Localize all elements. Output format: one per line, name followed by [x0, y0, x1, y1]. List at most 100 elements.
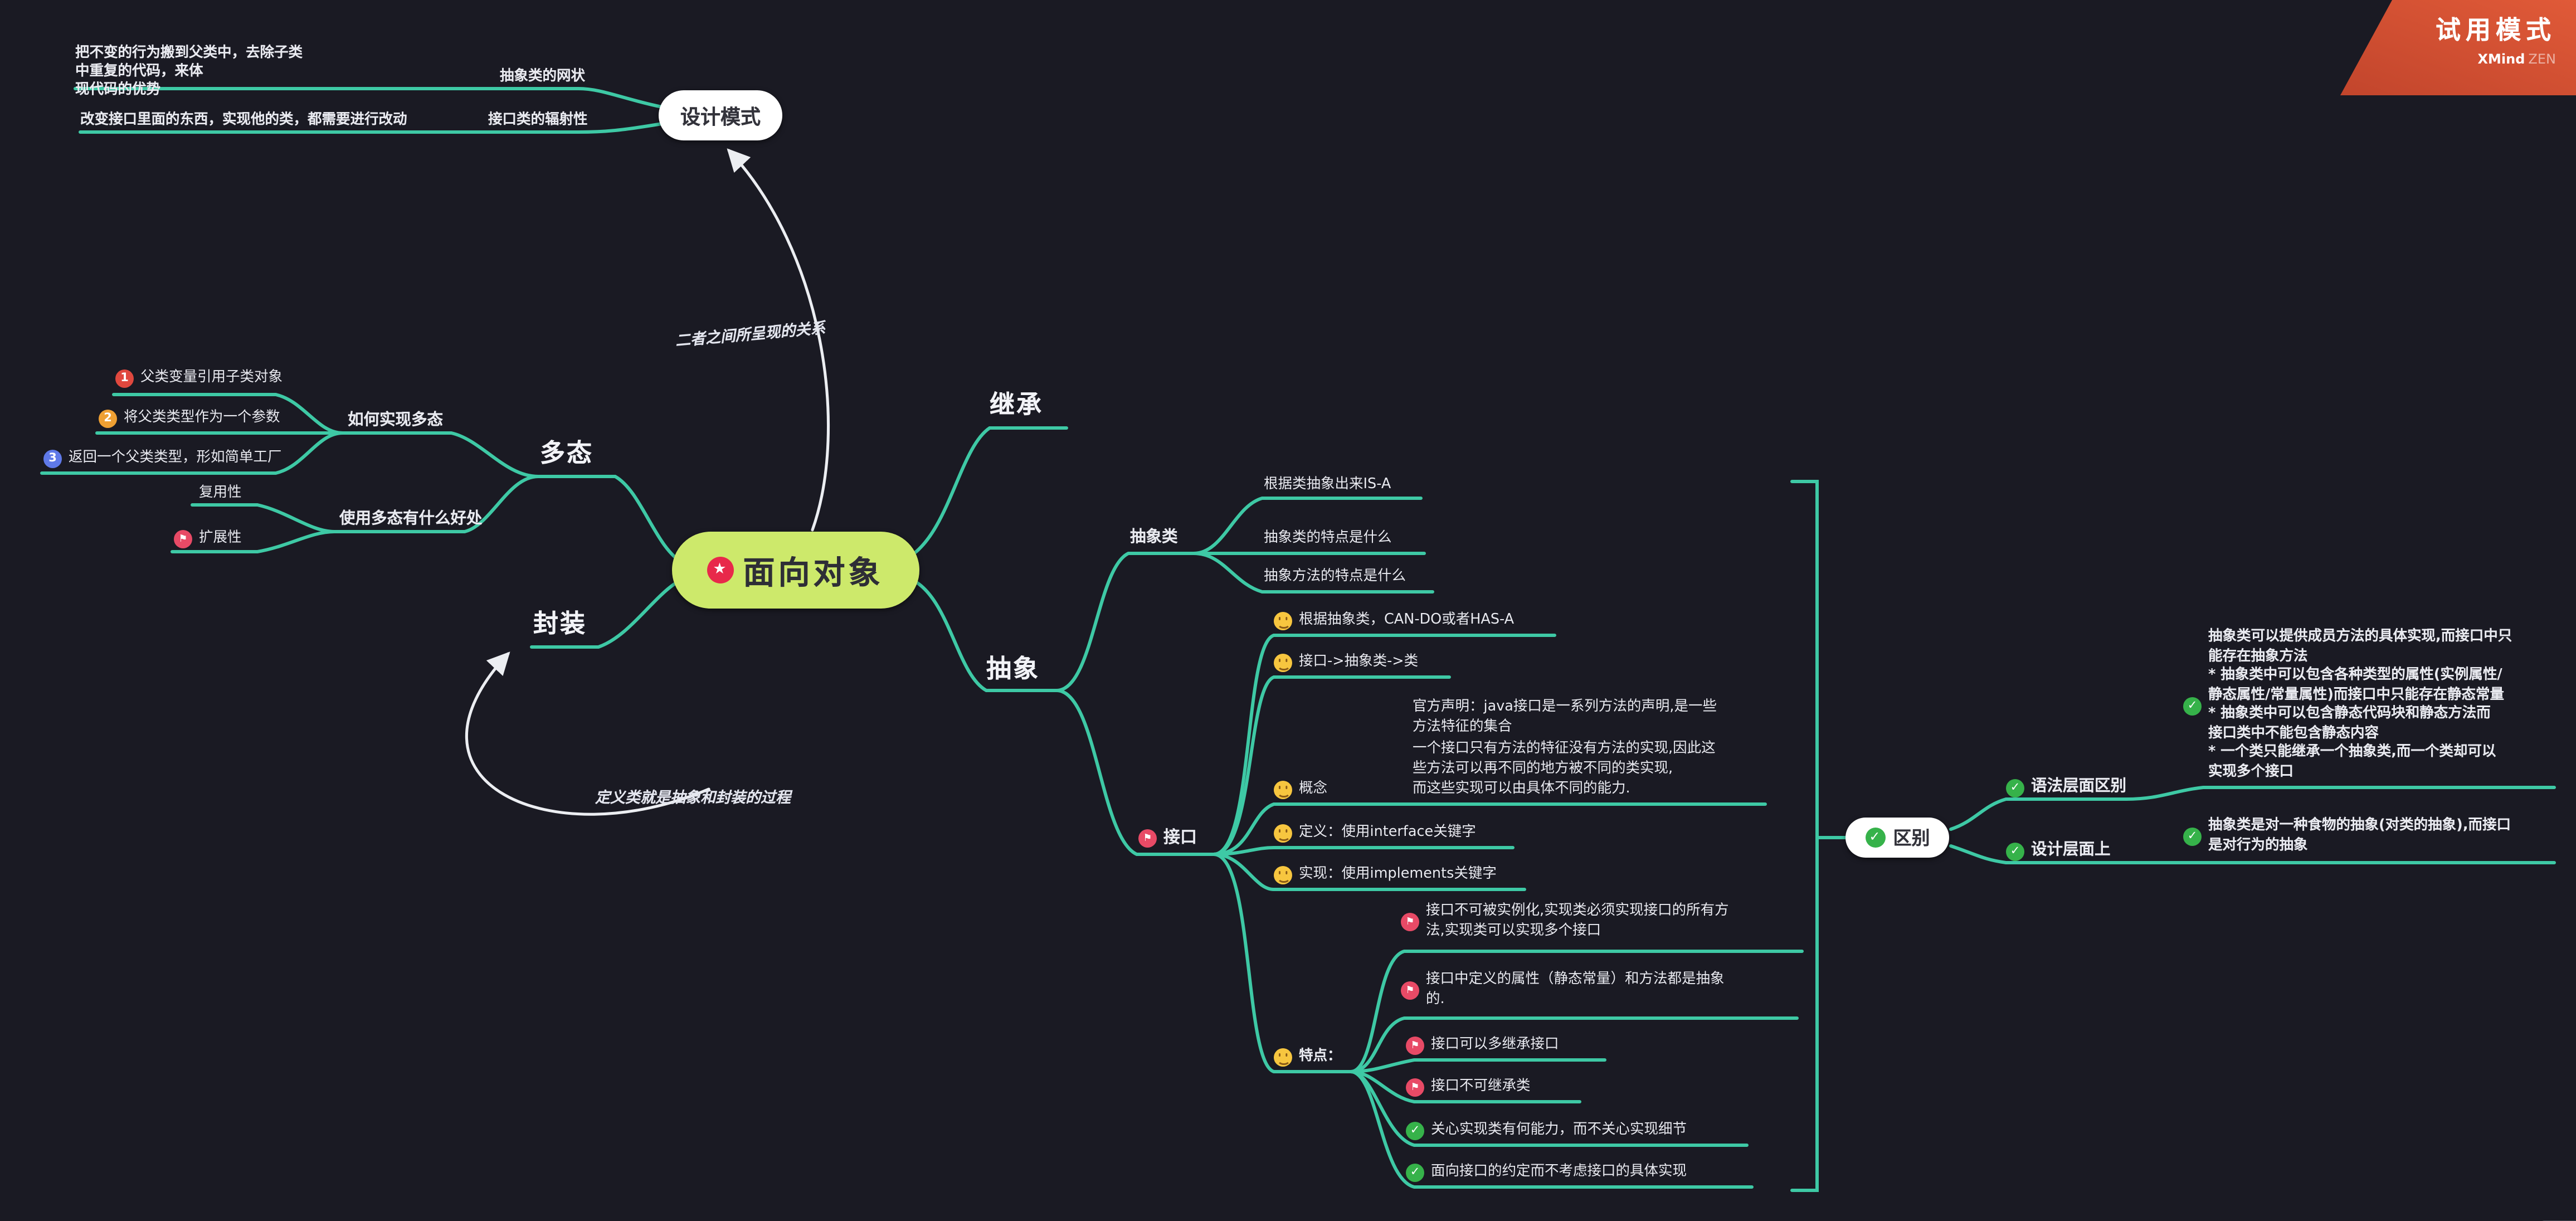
difference-label: 区别 — [1893, 828, 1930, 849]
xmind-brand-name: XMind — [2477, 52, 2525, 67]
relation-label-encapsulation[interactable]: 定义类就是抽象和封装的过程 — [595, 791, 791, 807]
topic-feature-4[interactable]: ⚑ 接口不可继承类 — [1406, 1078, 1531, 1097]
topic-feature-6[interactable]: ✓ 面向接口的约定而不考虑接口的具体实现 — [1406, 1164, 1687, 1183]
poly-way-3-label: 返回一个父类类型，形如简单工厂 — [69, 450, 282, 466]
topic-syntax-level[interactable]: ✓ 语法层面区别 — [2006, 777, 2126, 798]
summary-bracket — [1790, 480, 1819, 1192]
topic-feature-3[interactable]: ⚑ 接口可以多继承接口 — [1406, 1037, 1559, 1055]
smiley-icon — [1274, 612, 1292, 631]
topic-abstract-class-traits[interactable]: 抽象类的特点是什么 — [1264, 530, 1392, 547]
features-label: 特点： — [1299, 1048, 1342, 1065]
topic-poly-way-1[interactable]: 1 父类变量引用子类对象 — [115, 369, 283, 388]
red-flag-icon: ⚑ — [1401, 913, 1419, 931]
topic-interface[interactable]: ⚑ 接口 — [1138, 828, 1197, 849]
xmind-brand-suffix: ZEN — [2528, 52, 2556, 67]
red-flag-icon: ⚑ — [1406, 1078, 1424, 1097]
green-check-icon: ✓ — [1864, 828, 1885, 848]
concept-label: 概念 — [1299, 781, 1328, 797]
topic-polymorphism[interactable]: 多态 — [540, 438, 594, 468]
trial-mode-title: 试用模式 — [2435, 15, 2556, 45]
design-detail-text: 抽象类是对一种食物的抽象(对类的抽象),而接口 是对行为的抽象 — [2208, 818, 2511, 854]
red-flag-icon: ⚑ — [174, 530, 192, 549]
red-flag-icon: ⚑ — [1401, 981, 1419, 1000]
topic-reusability[interactable]: 复用性 — [199, 485, 242, 502]
extensibility-label: 扩展性 — [199, 530, 242, 547]
implementation-label: 实现：使用implements关键字 — [1299, 866, 1497, 883]
smiley-icon — [1274, 781, 1292, 800]
star-icon: ★ — [708, 557, 735, 583]
branch-lines — [40, 86, 2556, 1192]
green-ball-icon: ✓ — [1406, 1164, 1424, 1183]
topic-isa[interactable]: 根据类抽象出来IS-A — [1264, 476, 1391, 493]
topic-difference[interactable]: ✓ 区别 — [1845, 818, 1949, 858]
topic-abstract-mesh[interactable]: 抽象类的网状 — [500, 69, 586, 85]
red-flag-icon: ⚑ — [1138, 829, 1157, 848]
topic-encapsulation[interactable]: 封装 — [533, 609, 587, 639]
relationship-arrows — [465, 148, 830, 816]
feature-1-label: 接口不可被实例化,实现类必须实现接口的所有方 法,实现类可以实现多个接口 — [1426, 903, 1729, 939]
topic-poly-way-2[interactable]: 2 将父类类型作为一个参数 — [99, 410, 280, 429]
topic-abstract-class[interactable]: 抽象类 — [1130, 528, 1178, 547]
topic-feature-2[interactable]: ⚑ 接口中定义的属性（静态常量）和方法都是抽象 的. — [1401, 971, 1725, 1010]
topic-interface-radial-detail[interactable]: 改变接口里面的东西，实现他的类，都需要进行改动 — [80, 112, 407, 129]
topic-concept[interactable]: 概念 — [1274, 781, 1328, 800]
interface-label: 接口 — [1163, 829, 1197, 848]
topic-abstract-mesh-detail[interactable]: 把不变的行为搬到父类中，去除子类中重复的代码，来体 现代码的优势 — [75, 45, 303, 99]
topic-implementation[interactable]: 实现：使用implements关键字 — [1274, 866, 1497, 885]
smiley-icon — [1274, 654, 1292, 673]
cando-label: 根据抽象类，CAN-DO或者HAS-A — [1299, 612, 1515, 629]
topic-definition[interactable]: 定义：使用interface关键字 — [1274, 824, 1476, 843]
csdn-badge: CSDN — [2541, 1219, 2576, 1221]
design-pattern-label: 设计模式 — [680, 104, 761, 128]
topic-concept-text[interactable]: 官方声明：java接口是一系列方法的声明,是一些 方法特征的集合 一个接口只有方… — [1413, 699, 1717, 798]
feature-6-label: 面向接口的约定而不考虑接口的具体实现 — [1431, 1164, 1687, 1180]
topic-interface-radial[interactable]: 接口类的辐射性 — [488, 112, 588, 129]
green-ball-icon: ✓ — [2006, 842, 2024, 861]
smiley-icon — [1274, 824, 1292, 843]
chain-label: 接口->抽象类->类 — [1299, 654, 1419, 670]
topic-abstraction[interactable]: 抽象 — [986, 654, 1040, 684]
relation-arrow-to-encapsulation — [465, 651, 710, 816]
syntax-level-label: 语法层面区别 — [2031, 777, 2127, 796]
topic-poly-benefit[interactable]: 使用多态有什么好处 — [339, 510, 483, 528]
topic-inheritance[interactable]: 继承 — [990, 390, 1044, 420]
feature-2-label: 接口中定义的属性（静态常量）和方法都是抽象 的. — [1426, 971, 1725, 1008]
definition-label: 定义：使用interface关键字 — [1299, 824, 1476, 841]
feature-5-label: 关心实现类有何能力，而不关心实现细节 — [1431, 1122, 1687, 1139]
green-ball-icon: ✓ — [2183, 828, 2202, 846]
topic-poly-way-3[interactable]: 3 返回一个父类类型，形如简单工厂 — [43, 450, 282, 469]
topic-features[interactable]: 特点： — [1274, 1048, 1342, 1067]
green-ball-icon: ✓ — [2006, 779, 2024, 797]
poly-way-1-label: 父类变量引用子类对象 — [140, 369, 283, 386]
red-flag-icon: ⚑ — [1406, 1037, 1424, 1055]
topic-feature-5[interactable]: ✓ 关心实现类有何能力，而不关心实现细节 — [1406, 1122, 1687, 1141]
topic-feature-1[interactable]: ⚑ 接口不可被实例化,实现类必须实现接口的所有方 法,实现类可以实现多个接口 — [1401, 903, 1729, 941]
priority-2-icon: 2 — [99, 410, 117, 429]
poly-way-2-label: 将父类类型作为一个参数 — [124, 410, 280, 426]
topic-extensibility[interactable]: ⚑ 扩展性 — [174, 530, 242, 549]
syntax-detail-text: 抽象类可以提供成员方法的具体实现,而接口中只 能存在抽象方法 * 抽象类中可以包… — [2208, 629, 2512, 780]
priority-3-icon: 3 — [43, 450, 62, 469]
green-ball-icon: ✓ — [1406, 1122, 1424, 1141]
relation-arrow-to-design-pattern — [727, 148, 830, 532]
priority-1-icon: 1 — [115, 369, 134, 388]
topic-design-pattern[interactable]: 设计模式 — [659, 90, 782, 140]
green-ball-icon: ✓ — [2183, 696, 2202, 715]
central-topic[interactable]: ★ 面向对象 — [672, 532, 919, 609]
topic-design-level[interactable]: ✓ 设计层面上 — [2006, 841, 2111, 862]
central-topic-label: 面向对象 — [743, 554, 884, 591]
topic-syntax-detail[interactable]: ✓ 抽象类可以提供成员方法的具体实现,而接口中只 能存在抽象方法 * 抽象类中可… — [2183, 629, 2512, 782]
feature-4-label: 接口不可继承类 — [1431, 1078, 1531, 1095]
topic-design-detail[interactable]: ✓ 抽象类是对一种食物的抽象(对类的抽象),而接口 是对行为的抽象 — [2183, 818, 2511, 856]
topic-abstract-method-traits[interactable]: 抽象方法的特点是什么 — [1264, 568, 1406, 585]
topic-cando[interactable]: 根据抽象类，CAN-DO或者HAS-A — [1274, 612, 1515, 631]
smiley-icon — [1274, 1048, 1292, 1067]
topic-how-polymorphism[interactable]: 如何实现多态 — [348, 411, 444, 430]
smiley-icon — [1274, 866, 1292, 885]
topic-chain[interactable]: 接口->抽象类->类 — [1274, 654, 1419, 673]
feature-3-label: 接口可以多继承接口 — [1431, 1037, 1559, 1053]
